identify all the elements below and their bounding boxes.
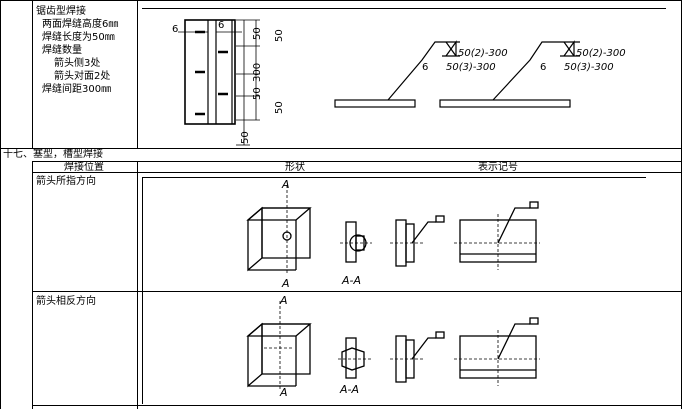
top-border	[0, 0, 682, 1]
section-mark: A	[281, 180, 290, 191]
col-header-symbol: 表示记号	[478, 162, 518, 173]
weld-drawing-top: 6 6 50 50 300 50 50 50 6 50(2)-300 50(3)…	[172, 19, 626, 146]
item-text: 箭头侧3处	[54, 58, 101, 69]
top-h-rule	[142, 8, 666, 9]
left-border	[0, 0, 1, 409]
shape-frame-left	[142, 177, 143, 404]
item-text: 焊缝长度为50㎜	[42, 32, 115, 43]
item-text: 箭头对面2处	[54, 71, 111, 82]
dim-label: 50	[274, 101, 285, 114]
dim-label: 50	[252, 87, 263, 100]
plug-weld-drawing-row2: A A A-A	[246, 296, 540, 399]
weld-spec-lower: 50(3)-300	[564, 62, 614, 73]
inner-col-left-2	[137, 0, 138, 148]
header-row-top	[32, 161, 681, 162]
header-row-bottom	[32, 172, 681, 173]
dim-label: 50	[274, 29, 285, 42]
item-text: 两面焊缝高度6㎜	[42, 19, 119, 30]
dim-label: 300	[252, 63, 263, 82]
row-label: 箭头相反方向	[36, 296, 96, 307]
weld-spec-lower: 50(3)-300	[446, 62, 496, 73]
dim-label: 6	[172, 24, 178, 35]
weld-height: 6	[422, 62, 428, 73]
item-text: 焊缝间距300㎜	[42, 84, 112, 95]
inner-col-left-1	[32, 0, 33, 148]
section-mark: A	[279, 296, 288, 307]
dim-label: 6	[218, 20, 224, 31]
item-text: 焊缝数量	[42, 45, 82, 56]
shape-frame-top	[142, 177, 646, 178]
section-title: 十七、塞型，槽型焊接	[3, 149, 103, 160]
inner-col-left-3	[32, 161, 33, 409]
dim-label: 50	[252, 27, 263, 40]
plug-weld-drawing-row1: A A A-A	[246, 180, 540, 290]
row-label: 箭头所指方向	[36, 176, 96, 187]
col-header-shape: 形状	[285, 162, 305, 173]
weld-height: 6	[540, 62, 546, 73]
section-mark: A-A	[339, 383, 359, 396]
section-mark: A	[281, 277, 290, 290]
section-mark: A	[279, 386, 288, 399]
dim-label: 50	[240, 131, 251, 144]
col-header-position: 焊接位置	[64, 162, 104, 173]
weld-spec-upper: 50(2)-300	[458, 48, 508, 59]
section-heading: 锯齿型焊接	[36, 6, 86, 17]
section-mark: A-A	[341, 274, 361, 287]
inner-col-left-4	[137, 161, 138, 409]
section-divider	[0, 148, 682, 149]
row-divider	[32, 291, 681, 292]
weld-spec-upper: 50(2)-300	[576, 48, 626, 59]
bottom-inner	[32, 405, 681, 406]
